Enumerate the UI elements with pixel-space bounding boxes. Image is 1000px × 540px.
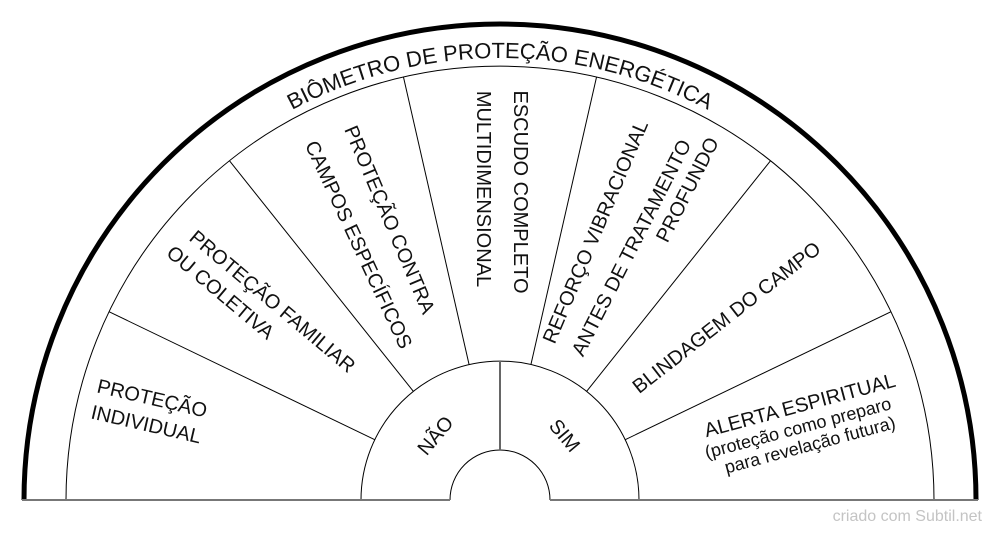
- sector-dividers: [65, 76, 935, 500]
- sector-4-line-1[interactable]: ESCUDO COMPLETO: [509, 91, 531, 294]
- sector-2-line-1[interactable]: PROTEÇÃO FAMILIAR: [185, 225, 360, 378]
- sector-4-line-2[interactable]: MULTIDIMENSIONAL: [472, 91, 494, 287]
- answer-yes[interactable]: SIM: [544, 415, 584, 456]
- sector-divider: [530, 76, 598, 365]
- sector-divider: [108, 311, 375, 441]
- title-ring-border: [65, 65, 935, 501]
- sector-divider: [402, 76, 470, 365]
- outer-rim: [21, 21, 979, 501]
- sector-divider: [586, 160, 771, 392]
- center-hole: [449, 449, 551, 501]
- watermark: criado com Subtil.net: [832, 508, 982, 525]
- answer-no[interactable]: NÃO: [412, 411, 458, 460]
- sector-divider: [625, 311, 892, 441]
- sector-6-line-1[interactable]: BLINDAGEM DO CAMPO: [629, 238, 826, 398]
- sector-divider: [229, 160, 414, 392]
